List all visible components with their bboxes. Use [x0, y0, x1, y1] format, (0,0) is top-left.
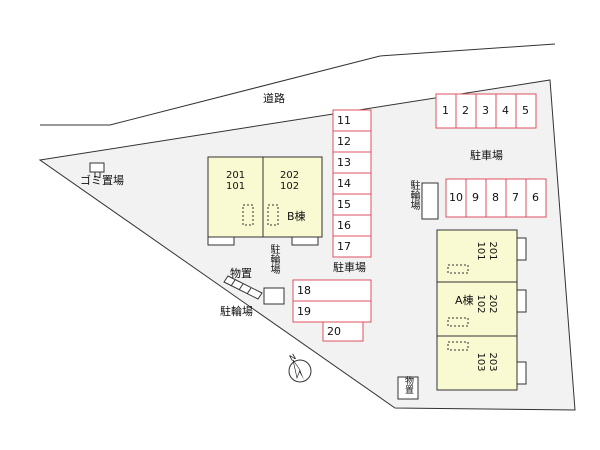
road-edge-top: [40, 43, 556, 126]
unit-a-202: 202: [487, 294, 498, 314]
building-a-label: A棟: [455, 294, 474, 307]
building-a: [436, 229, 527, 391]
parking-main-label: 駐車場: [470, 149, 503, 162]
north-arrow: [288, 359, 312, 383]
bike-shed-right: [421, 182, 439, 220]
bike-right-label: 駐輪場: [408, 180, 419, 210]
parking-stall-number-mid-10: 10: [449, 191, 463, 204]
parking-stall-number-col-11: 11: [337, 113, 351, 127]
unit-a-203: 203: [487, 352, 498, 372]
parking-mid-label: 駐車場: [333, 261, 366, 274]
storage-right-label: 物置: [403, 376, 413, 394]
road-label: 道路: [263, 92, 285, 105]
unit-b-201: 201: [226, 170, 246, 181]
parking-stall-top-5: [515, 93, 537, 129]
garbage-label: ゴミ置場: [80, 174, 124, 187]
parking-stall-number-mid-7: 7: [512, 191, 519, 204]
unit-a-201: 201: [487, 241, 498, 261]
parking-stall-number-col-15: 15: [337, 197, 351, 211]
bike-left-label: 駐輪場: [220, 305, 253, 318]
parking-stall-number-col-14: 14: [337, 176, 351, 190]
parking-stall-mid-6: [525, 178, 547, 218]
parking-stall-number-col-12: 12: [337, 134, 351, 148]
parking-stall-number-top-3: 3: [482, 104, 489, 117]
bike-mid-label: 駐輪場: [268, 244, 279, 274]
unit-b-202: 202: [280, 170, 300, 181]
unit-a-102: 102: [475, 294, 486, 314]
parking-stall-number-top-2: 2: [462, 104, 469, 117]
parking-stall-number-bot-18: 18: [297, 283, 311, 297]
unit-a-103: 103: [475, 352, 486, 372]
parking-stall-number-mid-9: 9: [472, 191, 479, 204]
parking-stall-number-col-16: 16: [337, 218, 351, 232]
building-b: [207, 156, 323, 246]
storage-left-label: 物置: [230, 267, 252, 280]
parking-stall-number-top-1: 1: [442, 104, 449, 117]
bike-shed-left: [223, 275, 263, 300]
bike-shed-middle: [263, 287, 285, 305]
parking-stall-number-mid-6: 6: [532, 191, 539, 204]
parking-stall-number-col-17: 17: [337, 239, 351, 253]
unit-a-101: 101: [475, 241, 486, 261]
parking-stall-bot-20: [322, 321, 364, 342]
garbage-box: [89, 162, 105, 173]
parking-stall-number-mid-8: 8: [492, 191, 499, 204]
parking-stall-number-top-4: 4: [502, 104, 509, 117]
storage-right: [397, 376, 419, 400]
unit-b-101: 101: [226, 181, 246, 192]
parking-stall-number-col-13: 13: [337, 155, 351, 169]
parking-stall-number-bot-20: 20: [327, 324, 341, 338]
parking-stalls: [292, 93, 547, 342]
parking-stall-number-top-5: 5: [522, 104, 529, 117]
building-b-label: B棟: [287, 210, 306, 223]
unit-b-102: 102: [280, 181, 300, 192]
parking-stall-number-bot-19: 19: [297, 304, 311, 318]
parking-stall-col-17: [332, 235, 372, 258]
